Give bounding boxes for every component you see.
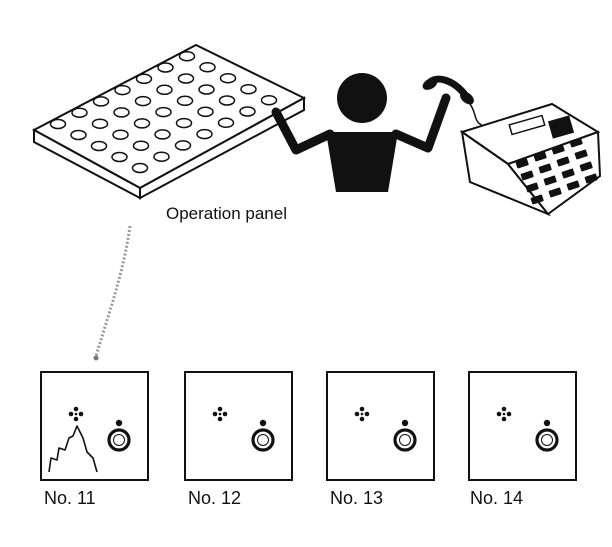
unit-label-no-13: No. 13	[330, 488, 384, 508]
panel-button	[175, 117, 193, 129]
telephone-key	[561, 168, 575, 179]
panel-button	[197, 106, 214, 118]
panel-button	[239, 106, 256, 117]
panel-button	[177, 73, 195, 84]
panel-button	[217, 117, 235, 129]
sensor-icon	[68, 406, 84, 422]
unit-label-no-14: No. 14	[470, 488, 524, 508]
telephone-key	[533, 151, 547, 162]
operator-left-arm	[271, 107, 335, 155]
panel-button	[112, 129, 129, 140]
unit-label-no-11: No. 11	[44, 488, 96, 508]
operator-right-arm	[391, 93, 451, 153]
panel-button	[199, 61, 216, 73]
panel-button	[133, 118, 151, 129]
telephone-key	[548, 187, 562, 198]
panel-button	[113, 107, 130, 118]
panel-button	[154, 129, 171, 140]
unit-label-no-12: No. 12	[188, 488, 242, 508]
detector-unit	[184, 371, 293, 481]
signal-line	[94, 225, 132, 357]
alarm-waveform-icon	[48, 425, 98, 473]
panel-button	[91, 118, 109, 129]
panel-button	[198, 84, 215, 95]
sensor-icon	[354, 406, 370, 422]
telephone-keypad	[515, 137, 598, 205]
indicator-lamp-icon	[535, 419, 559, 452]
panel-button	[155, 106, 172, 118]
panel-button	[131, 162, 149, 174]
panel-button	[134, 95, 152, 107]
panel-button	[70, 129, 87, 141]
operator-icon	[271, 73, 451, 192]
panel-button	[135, 73, 153, 85]
telephone-key	[584, 173, 598, 184]
indicator-lamp-icon	[251, 419, 275, 452]
panel-button	[176, 95, 194, 107]
telephone-key	[569, 137, 583, 148]
telephone-key	[579, 161, 593, 172]
handset-mouthpiece	[460, 91, 474, 105]
telephone-speaker	[547, 115, 575, 139]
handset-earpiece	[422, 78, 438, 90]
panel-side-face	[139, 96, 305, 200]
detector-unit	[468, 371, 577, 481]
telephone-key	[530, 194, 544, 205]
telephone-key	[538, 163, 552, 174]
unit-frame	[184, 371, 293, 481]
panel-button	[219, 72, 237, 84]
indicator-lamp-icon	[107, 419, 131, 452]
panel-button	[156, 84, 173, 96]
telephone-key	[574, 149, 588, 160]
telephone-display	[508, 114, 546, 136]
panel-button	[196, 128, 213, 140]
telephone-key	[566, 180, 580, 191]
panel-button	[153, 151, 170, 162]
detector-unit	[40, 371, 149, 481]
detector-units	[40, 371, 577, 481]
detector-unit	[326, 371, 435, 481]
unit-frame	[326, 371, 435, 481]
panel-button	[157, 62, 174, 73]
panel-button	[260, 94, 278, 106]
panel-button	[71, 107, 88, 118]
panel-button-grid	[49, 50, 278, 174]
telephone-icon	[459, 102, 602, 217]
telephone-key	[543, 175, 557, 186]
telephone-key	[556, 156, 570, 167]
operator-torso	[326, 132, 398, 192]
panel-button	[90, 140, 108, 152]
operator-head	[337, 73, 387, 123]
panel-button	[111, 151, 128, 163]
panel-button	[92, 96, 110, 107]
signal-line-end	[93, 355, 99, 361]
panel-button	[218, 95, 236, 106]
unit-frame	[40, 371, 149, 481]
sensor-icon	[212, 406, 228, 422]
panel-button	[114, 84, 131, 96]
telephone-key	[515, 158, 529, 169]
telephone-key	[525, 182, 539, 193]
panel-button	[49, 118, 67, 130]
panel-button	[240, 83, 257, 95]
telephone-key	[520, 170, 534, 181]
unit-frame	[468, 371, 577, 481]
operation-panel	[31, 43, 307, 200]
operation-panel-label: Operation panel	[166, 204, 287, 223]
sensor-icon	[496, 406, 512, 422]
telephone-key	[551, 144, 565, 155]
indicator-lamp-icon	[393, 419, 417, 452]
panel-button	[178, 50, 196, 62]
panel-button	[132, 140, 150, 151]
panel-button	[174, 140, 192, 151]
